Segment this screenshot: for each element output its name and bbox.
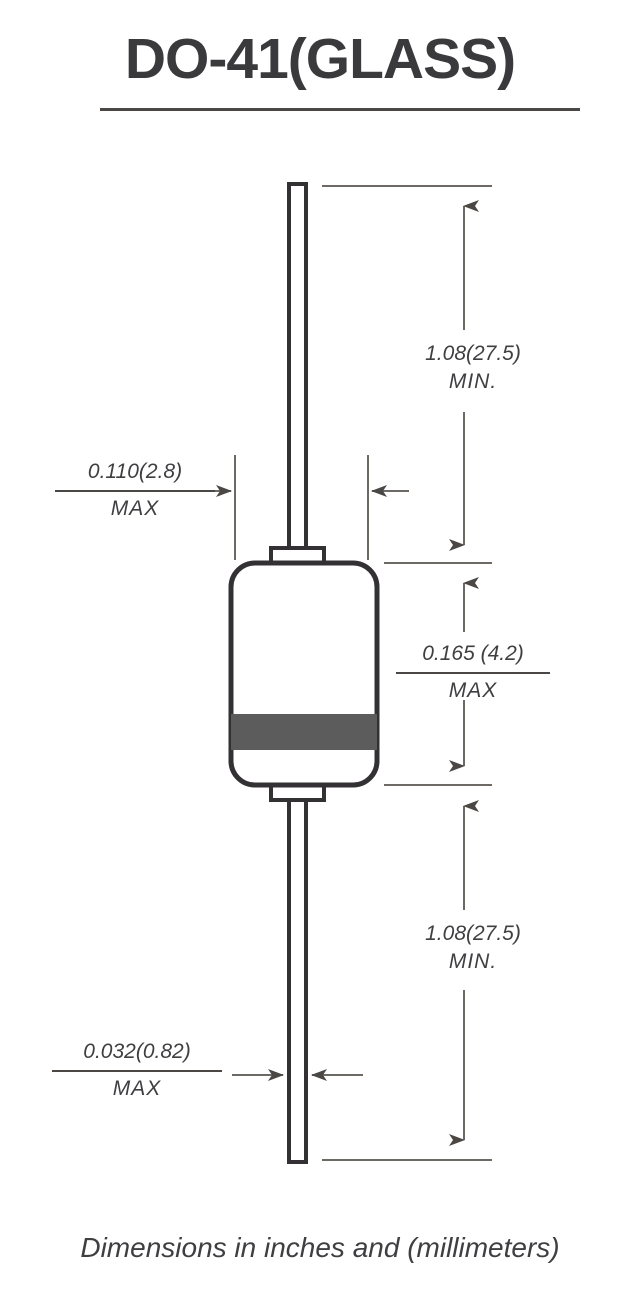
dimension-qualifier: MAX: [110, 496, 160, 520]
diode-body-group: [228, 182, 380, 1164]
dimension-value: 1.08(27.5): [425, 922, 521, 945]
dimension-value: 0.165 (4.2): [422, 642, 524, 665]
dimension-qualifier: MIN.: [448, 949, 498, 973]
dimension-divider: [52, 1069, 222, 1072]
dimension-divider: [55, 489, 215, 492]
dimension-label-body-length: 0.165 (4.2) MAX: [396, 640, 550, 704]
page-title: DO-41(GLASS): [124, 27, 516, 91]
dimension-value: 0.032(0.82): [83, 1040, 191, 1063]
cathode-band: [231, 714, 377, 750]
dimension-label-top-lead-length: 1.08(27.5) MIN.: [398, 340, 548, 395]
dimension-divider: [396, 671, 550, 674]
dimension-value: 0.110(2.8): [87, 460, 183, 483]
units-caption: Dimensions in inches and (millimeters): [80, 1232, 560, 1263]
dimension-value: 1.08(27.5): [425, 342, 521, 365]
dimension-label-body-diameter: 0.110(2.8) MAX: [55, 458, 215, 522]
diameter-extension-lines: [234, 455, 369, 560]
extension-lines: [322, 185, 492, 1161]
dimension-qualifier: MAX: [448, 678, 498, 702]
anode-lead: [287, 182, 308, 568]
dimension-label-bottom-lead-length: 1.08(27.5) MIN.: [398, 920, 548, 975]
cathode-lead: [287, 780, 308, 1164]
dimension-label-lead-diameter: 0.032(0.82) MAX: [52, 1038, 222, 1102]
glass-body: [228, 560, 380, 788]
title-underline: [100, 108, 580, 111]
dimension-qualifier: MIN.: [448, 369, 498, 393]
dimension-qualifier: MAX: [112, 1076, 162, 1100]
